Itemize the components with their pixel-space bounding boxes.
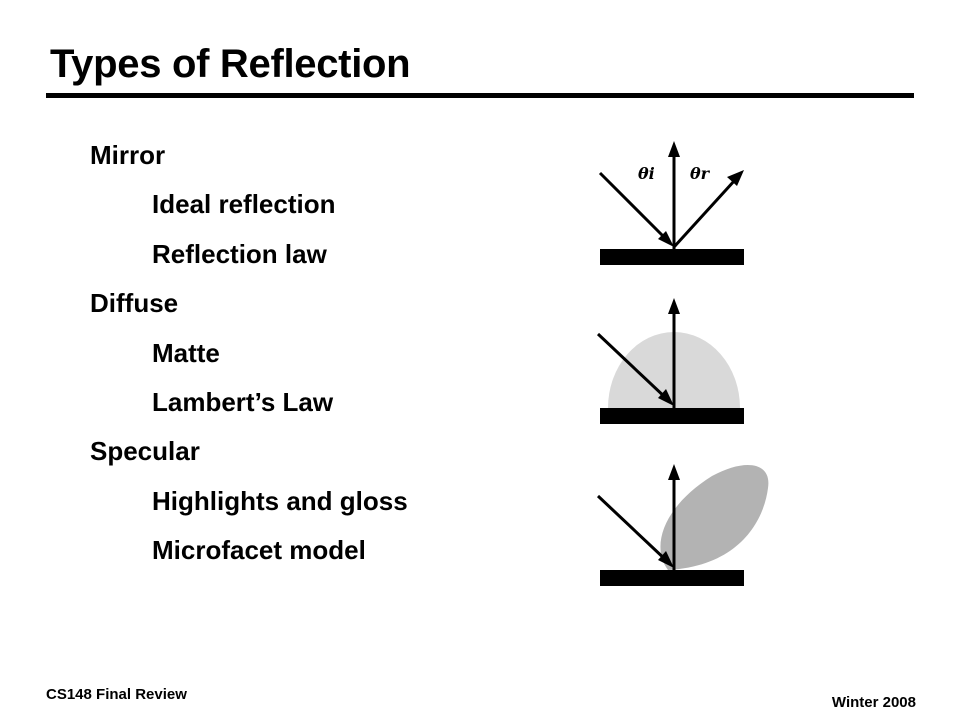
bullet-mirror: Mirror xyxy=(90,140,166,170)
slide-title: Types of Reflection xyxy=(50,42,411,86)
bullet-lamberts-law: Lambert’s Law xyxy=(152,387,334,417)
reflected-ray-arrow xyxy=(672,170,744,249)
diffuse-normal-arrow xyxy=(668,298,680,408)
specular-reflection-diagram xyxy=(596,464,769,586)
mirror-surface xyxy=(600,249,744,265)
diffuse-surface xyxy=(600,408,744,424)
title-underline xyxy=(46,93,914,98)
footer-course: CS148 Final Review xyxy=(46,686,187,703)
bullet-reflection-law: Reflection law xyxy=(152,239,327,269)
incident-ray-arrow xyxy=(598,171,674,247)
bullet-specular: Specular xyxy=(90,436,200,466)
bullet-microfacet-model: Microfacet model xyxy=(152,535,366,565)
normal-arrow xyxy=(668,141,680,249)
specular-lobe xyxy=(660,464,769,570)
mirror-reflection-diagram: θi θr xyxy=(598,141,744,265)
specular-normal-arrow xyxy=(668,464,680,570)
bullet-matte: Matte xyxy=(152,338,220,368)
diffuse-incident-ray-arrow xyxy=(596,332,674,406)
diffuse-reflection-diagram xyxy=(596,298,744,424)
bullet-diffuse: Diffuse xyxy=(90,288,179,318)
reflected-angle-label: θr xyxy=(690,164,711,183)
bullet-ideal-reflection: Ideal reflection xyxy=(152,189,336,219)
specular-surface xyxy=(600,570,744,586)
footer-term: Winter 2008 xyxy=(831,694,916,711)
incident-angle-label: θi xyxy=(638,164,655,183)
specular-incident-ray-arrow xyxy=(596,494,674,568)
bullet-highlights-and-gloss: Highlights and gloss xyxy=(152,486,408,516)
